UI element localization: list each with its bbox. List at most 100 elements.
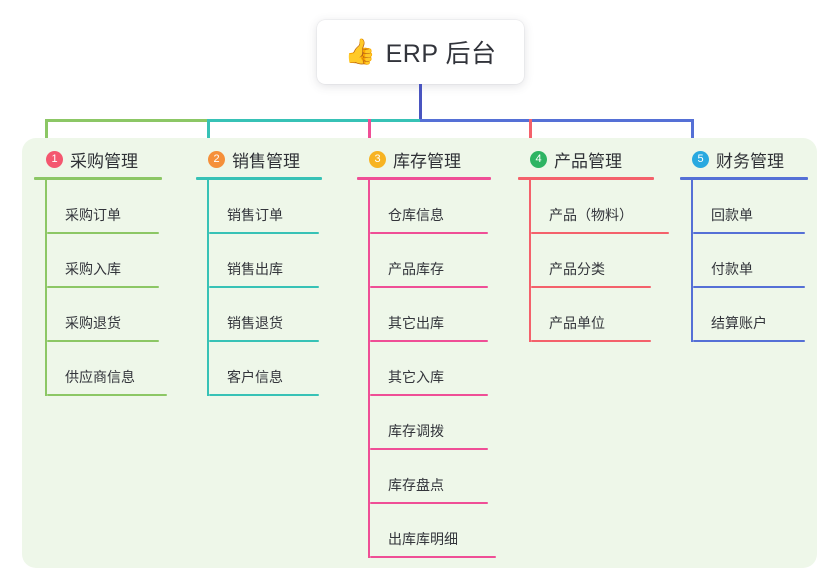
leaf-item[interactable]: 产品分类 <box>531 234 668 288</box>
leaf-item-label: 产品（物料） <box>549 207 633 223</box>
leaf-item[interactable]: 结算账户 <box>693 288 825 342</box>
column-header-5[interactable]: 5 财务管理 <box>680 146 825 172</box>
leaf-item[interactable]: 库存盘点 <box>370 450 507 504</box>
column-title-3: 库存管理 <box>393 151 461 171</box>
leaf-item-rule <box>693 340 805 342</box>
leaf-item-label: 其它入库 <box>388 369 444 385</box>
leaf-item-label: 产品分类 <box>549 261 605 277</box>
column-items-3: 仓库信息产品库存其它出库其它入库库存调拨库存盘点出库库明细 <box>357 180 507 558</box>
leaf-item[interactable]: 采购入库 <box>47 234 184 288</box>
column-badge-5: 5 <box>692 150 709 168</box>
leaf-item[interactable]: 采购订单 <box>47 180 184 234</box>
column-spine-2 <box>207 180 209 396</box>
branch-stub-4 <box>529 119 532 146</box>
column-采购管理: 1 采购管理采购订单采购入库采购退货供应商信息 <box>34 146 184 396</box>
column-header-rule-2 <box>196 177 322 180</box>
column-销售管理: 2 销售管理销售订单销售出库销售退货客户信息 <box>196 146 346 396</box>
leaf-item-label: 采购入库 <box>65 261 121 277</box>
leaf-item-rule <box>693 232 805 234</box>
branch-stub-1 <box>45 119 48 146</box>
column-spine-1 <box>45 180 47 396</box>
branch-stub-2 <box>207 119 210 146</box>
column-库存管理: 3 库存管理仓库信息产品库存其它出库其它入库库存调拨库存盘点出库库明细 <box>357 146 507 558</box>
leaf-item[interactable]: 销售退货 <box>209 288 346 342</box>
leaf-item[interactable]: 供应商信息 <box>47 342 184 396</box>
bus-segment-3 <box>420 119 694 122</box>
column-header-2[interactable]: 2 销售管理 <box>196 146 346 172</box>
leaf-item[interactable]: 其它出库 <box>370 288 507 342</box>
column-header-3[interactable]: 3 库存管理 <box>357 146 507 172</box>
leaf-item-rule <box>209 340 319 342</box>
column-header-rule-1 <box>34 177 162 180</box>
leaf-item-rule <box>531 340 651 342</box>
leaf-item[interactable]: 客户信息 <box>209 342 346 396</box>
leaf-item-label: 销售退货 <box>227 315 283 331</box>
column-title-1: 采购管理 <box>70 151 138 171</box>
column-badge-2: 2 <box>208 150 225 168</box>
column-header-rule-5 <box>680 177 808 180</box>
leaf-item[interactable]: 其它入库 <box>370 342 507 396</box>
leaf-item-label: 销售出库 <box>227 261 283 277</box>
column-spine-3 <box>368 180 370 558</box>
leaf-item-label: 产品库存 <box>388 261 444 277</box>
leaf-item-rule <box>370 394 488 396</box>
leaf-item-label: 采购订单 <box>65 207 121 223</box>
leaf-item[interactable]: 销售出库 <box>209 234 346 288</box>
leaf-item-rule <box>370 448 488 450</box>
leaf-item-rule <box>370 502 488 504</box>
column-财务管理: 5 财务管理回款单付款单结算账户 <box>680 146 825 342</box>
column-title-4: 产品管理 <box>554 151 622 171</box>
leaf-item-label: 采购退货 <box>65 315 121 331</box>
root-trunk-line <box>418 84 422 122</box>
leaf-item-rule <box>47 340 159 342</box>
leaf-item[interactable]: 付款单 <box>693 234 825 288</box>
leaf-item[interactable]: 产品库存 <box>370 234 507 288</box>
leaf-item-label: 库存盘点 <box>388 477 444 493</box>
leaf-item-label: 库存调拨 <box>388 423 444 439</box>
leaf-item-label: 销售订单 <box>227 207 283 223</box>
leaf-item-rule <box>370 556 496 558</box>
leaf-item[interactable]: 仓库信息 <box>370 180 507 234</box>
leaf-item-label: 结算账户 <box>711 315 767 331</box>
column-items-4: 产品（物料） 产品分类产品单位 <box>518 180 669 342</box>
column-header-1[interactable]: 1 采购管理 <box>34 146 184 172</box>
column-spine-4 <box>529 180 531 342</box>
leaf-item-label: 客户信息 <box>227 369 283 385</box>
leaf-item-label: 付款单 <box>711 261 753 277</box>
root-node-card[interactable]: 👍 ERP 后台 <box>317 20 524 84</box>
leaf-item-rule <box>693 286 805 288</box>
column-items-5: 回款单付款单结算账户 <box>680 180 825 342</box>
column-items-1: 采购订单采购入库采购退货供应商信息 <box>34 180 184 396</box>
leaf-item-label: 其它出库 <box>388 315 444 331</box>
leaf-item-label: 产品单位 <box>549 315 605 331</box>
leaf-item[interactable]: 销售订单 <box>209 180 346 234</box>
column-badge-1: 1 <box>46 150 63 168</box>
bus-segment-1 <box>45 119 210 122</box>
leaf-item[interactable]: 产品（物料） <box>531 180 669 234</box>
leaf-item-rule <box>531 232 669 234</box>
column-title-5: 财务管理 <box>716 151 784 171</box>
leaf-item-rule <box>370 340 488 342</box>
leaf-item-rule <box>531 286 651 288</box>
leaf-item[interactable]: 采购退货 <box>47 288 184 342</box>
leaf-item-rule <box>370 232 488 234</box>
bus-segment-2 <box>207 119 423 122</box>
leaf-item[interactable]: 库存调拨 <box>370 396 507 450</box>
leaf-item-label: 回款单 <box>711 207 753 223</box>
leaf-item-rule <box>47 394 167 396</box>
page-title: ERP 后台 <box>385 40 497 68</box>
column-header-rule-3 <box>357 177 491 180</box>
column-badge-3: 3 <box>369 150 386 168</box>
column-title-2: 销售管理 <box>232 151 300 171</box>
column-spine-5 <box>691 180 693 342</box>
leaf-item-rule <box>209 286 319 288</box>
leaf-item-label: 供应商信息 <box>65 369 135 385</box>
leaf-item[interactable]: 出库库明细 <box>370 504 507 558</box>
leaf-item-rule <box>47 232 159 234</box>
leaf-item-label: 仓库信息 <box>388 207 444 223</box>
leaf-item[interactable]: 回款单 <box>693 180 825 234</box>
leaf-item[interactable]: 产品单位 <box>531 288 668 342</box>
leaf-item-rule <box>209 394 319 396</box>
